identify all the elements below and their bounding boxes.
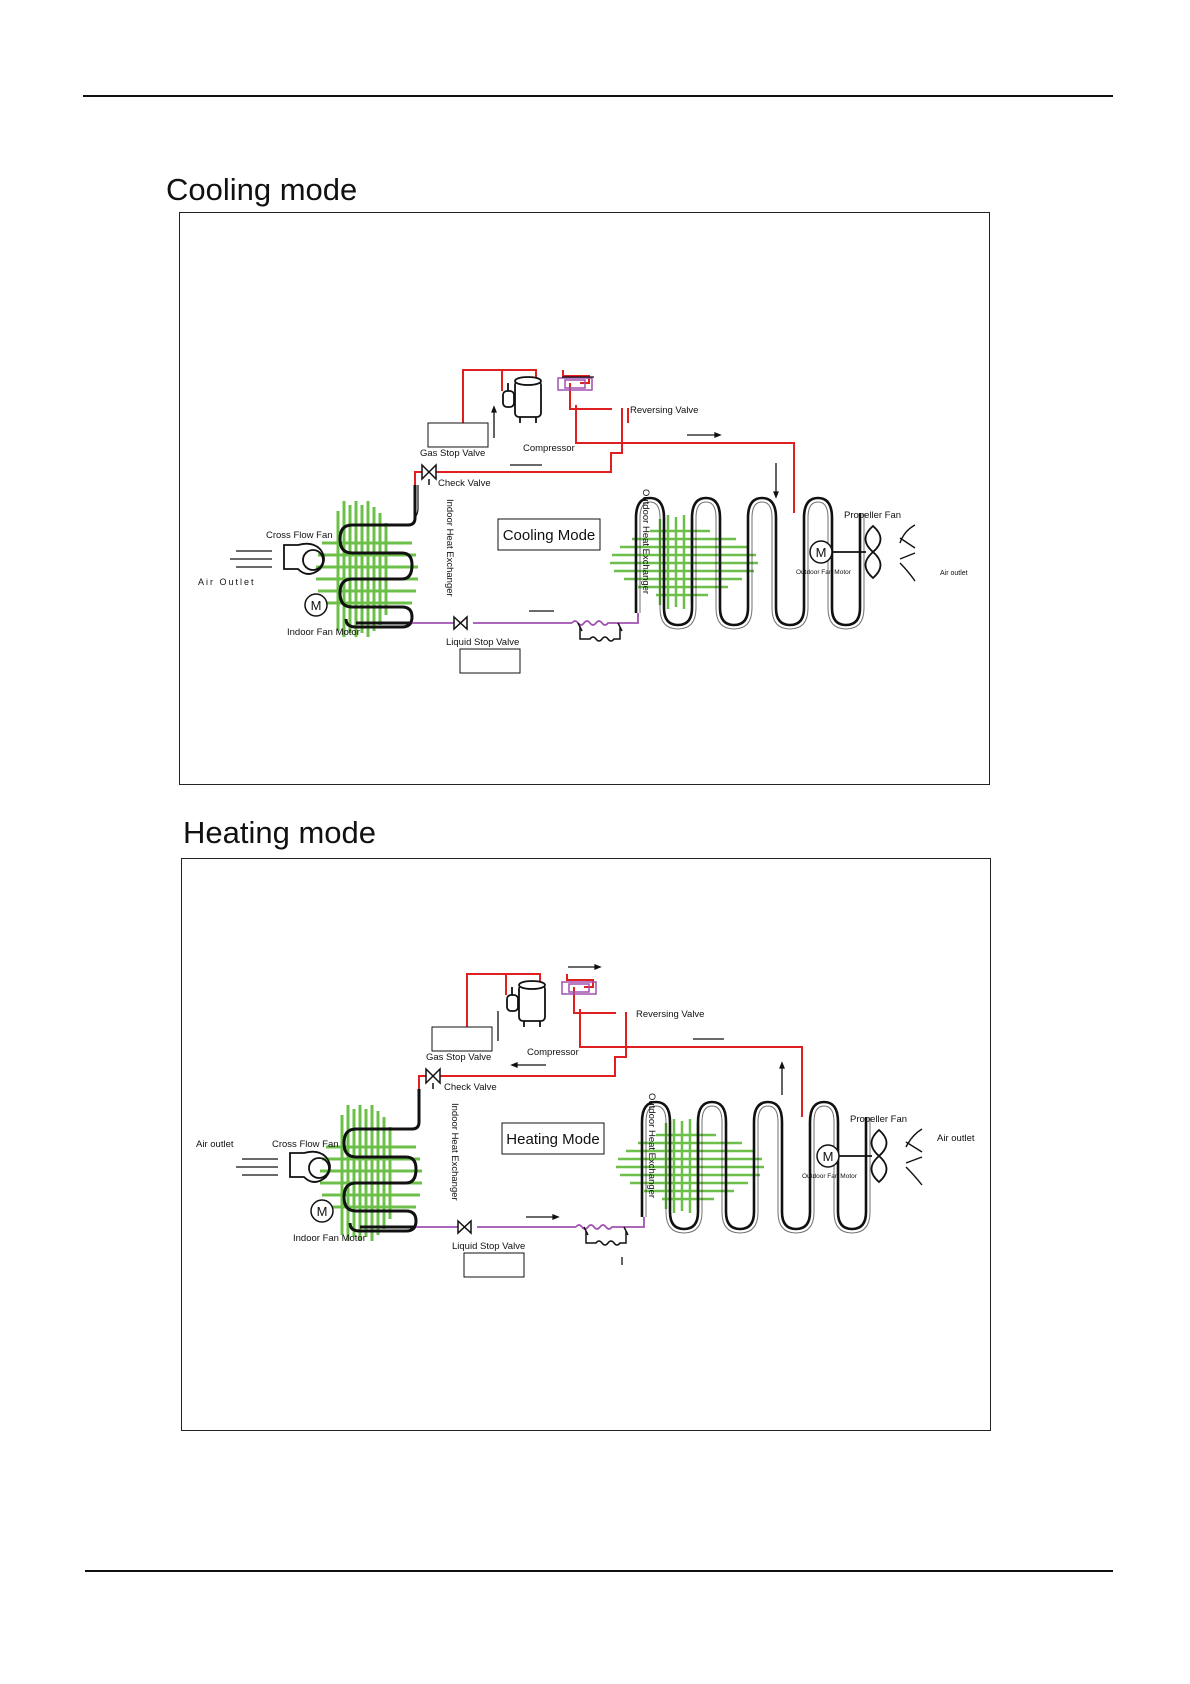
cooling-mode-label: Cooling Mode [503,527,596,544]
heating-mode-label: Heating Mode [506,1131,599,1148]
cooling-air-outlet-left-label: Air Outlet [198,577,256,587]
cooling-indoor-fan-motor-icon [304,593,328,617]
cooling-indoor-hx-label: Indoor Heat Exchanger [444,499,455,597]
heating-air-outlet-right-icon [905,1128,923,1186]
heating-propeller-fan-icon [839,1128,888,1184]
cooling-indoor-fan-motor-label: Indoor Fan Motor [287,627,360,638]
heating-indoor-fins [320,1105,422,1241]
heating-indoor-fan-motor-icon [310,1199,334,1223]
heating-section-title: Heating mode [183,815,377,850]
cooling-gas-pipes [414,369,795,513]
footer-rule [85,1570,1113,1572]
cooling-diagram-panel: M M Compressor Reversing Valve Gas Stop … [179,212,990,785]
cooling-gas-stop-valve-icon [421,463,437,485]
cooling-air-outlet-right-label: Air outlet [940,570,968,577]
cooling-flow-arrows [491,376,779,612]
heating-reversing-valve [561,981,597,995]
heating-outdoor-hx-label: Outdoor Heat Exchanger [646,1093,657,1198]
heating-outdoor-fan-motor-label: Outdoor Fan Motor [802,1173,858,1180]
heating-liquid-valve-label-box [463,1252,525,1278]
cooling-outdoor-fan-motor-label: Outdoor Fan Motor [796,569,852,576]
heating-capillary [583,1226,629,1246]
cooling-indoor-fins [316,501,418,637]
cooling-outdoor-coil [634,496,862,627]
heating-outdoor-coil [640,1100,868,1231]
heating-flow-arrows [497,964,785,1265]
cooling-outdoor-hx-label: Outdoor Heat Exchanger [640,489,651,594]
header-rule [83,95,1113,97]
heating-liquid-pipes [416,1217,645,1230]
cooling-compressor-label: Compressor [523,443,575,454]
heating-cross-flow-fan-label: Cross Flow Fan [272,1139,339,1150]
heating-air-outlet-left-label: Air outlet [196,1139,234,1150]
heating-outdoor-fins [616,1119,764,1213]
cooling-air-outlet-right-icon [899,524,916,582]
cooling-section-title: Cooling mode [166,172,358,207]
cooling-outdoor-fins [610,515,758,609]
cooling-cross-flow-fan-label: Cross Flow Fan [266,530,333,541]
cooling-liquid-valve-label-box [459,648,521,674]
cooling-indoor-motor-symbol: M [311,598,322,613]
heating-air-outlet-left-icon [236,1158,278,1176]
heating-gas-stop-valve-icon [425,1067,441,1089]
heating-indoor-motor-symbol: M [317,1204,328,1219]
heating-compressor-label: Compressor [527,1047,579,1058]
cooling-cross-flow-fan-icon [283,542,325,575]
heating-liquid-stop-valve-label: Liquid Stop Valve [452,1241,525,1252]
heating-outdoor-motor-symbol: M [823,1149,834,1164]
cooling-reversing-valve-label: Reversing Valve [630,405,698,416]
heating-refrigerant-circuit: M M Compressor Reversing Valve Gas Stop … [196,964,975,1278]
cooling-liquid-stop-valve-label: Liquid Stop Valve [446,637,519,648]
heating-liquid-stop-valve-icon [457,1219,472,1235]
cooling-reversing-valve [557,377,593,391]
heating-indoor-coil [342,1089,421,1233]
cooling-indoor-coil [338,485,417,629]
heating-mode-box [501,1122,605,1155]
cooling-refrigerant-circuit: M M Compressor Reversing Valve Gas Stop … [198,369,968,674]
cooling-liquid-pipes [412,613,639,626]
cooling-propeller-fan-label: Propeller Fan [844,510,901,521]
heating-indoor-hx-label: Indoor Heat Exchanger [449,1103,460,1201]
heating-cross-flow-fan-icon [289,1150,331,1183]
heating-air-outlet-right-label: Air outlet [937,1133,975,1144]
heating-indoor-fan-motor-label: Indoor Fan Motor [293,1233,366,1244]
cooling-air-outlet-left-icon [230,550,272,568]
heating-propeller-fan-label: Propeller Fan [850,1114,907,1125]
cooling-outdoor-motor-symbol: M [816,545,827,560]
heating-diagram-panel: M M Compressor Reversing Valve Gas Stop … [181,858,991,1431]
cooling-mode-box [497,518,601,551]
heating-reversing-valve-label: Reversing Valve [636,1009,704,1020]
cooling-gas-valve-label-box [427,422,489,448]
heating-gas-valve-label-box [431,1026,493,1052]
cooling-compressor-icon [502,376,542,423]
heating-compressor-icon [506,980,546,1027]
cooling-check-valve-label: Check Valve [438,478,491,489]
cooling-gas-stop-valve-label: Gas Stop Valve [420,448,485,459]
heating-gas-stop-valve-label: Gas Stop Valve [426,1052,491,1063]
cooling-liquid-stop-valve-icon [453,615,468,631]
cooling-capillary [577,622,623,642]
heating-check-valve-label: Check Valve [444,1082,497,1093]
cooling-propeller-fan-icon [832,524,882,580]
